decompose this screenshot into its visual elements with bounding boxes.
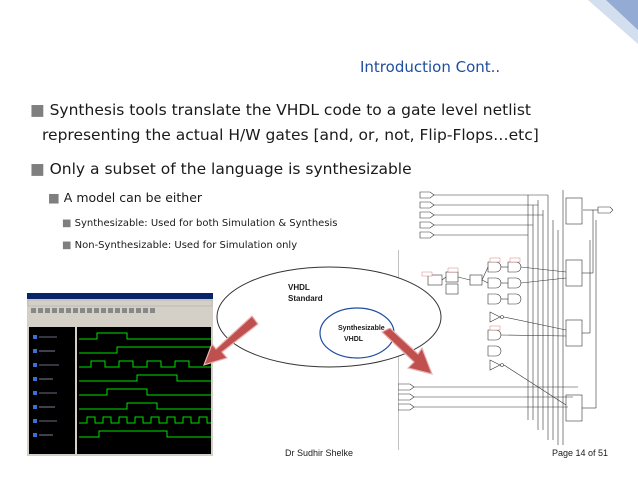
bullet-marker: ■ [62, 240, 72, 251]
sub-bullet-text: A model can be either [63, 190, 203, 205]
bullet-marker: ■ [30, 101, 45, 119]
bullet-1: ■ Synthesis tools translate the VHDL cod… [30, 99, 531, 121]
vhdl-label: VHDL [288, 283, 310, 292]
bullet-2: ■ Only a subset of the language is synth… [30, 158, 412, 180]
vhdl-subset-diagram [216, 266, 442, 368]
bullet-1-text: Synthesis tools translate the VHDL code … [49, 101, 532, 119]
sub-sub-bullet-2-text: Non-Synthesizable: Used for Simulation o… [74, 240, 298, 251]
slide-title: Introduction Cont.. [360, 58, 501, 76]
bullet-marker: ■ [62, 218, 72, 229]
sub-sub-bullet-2: ■ Non-Synthesizable: Used for Simulation… [62, 240, 297, 251]
sub-sub-bullet-1-text: Synthesizable: Used for both Simulation … [74, 218, 338, 229]
sub-bullet: ■ A model can be either [48, 190, 202, 205]
synthesizable-label: Synthesizable [338, 325, 385, 332]
right-arrow [380, 328, 433, 375]
bullet-marker: ■ [48, 190, 60, 205]
standard-label: Standard [288, 294, 323, 303]
sub-sub-bullet-1: ■ Synthesizable: Used for both Simulatio… [62, 218, 338, 229]
left-arrow [203, 315, 259, 366]
bullet-2-text: Only a subset of the language is synthes… [49, 160, 412, 178]
gate-level-netlist-image [398, 180, 613, 456]
bullet-1-continued: representing the actual H/W gates [and, … [42, 126, 539, 144]
footer-author: Dr Sudhir Shelke [285, 448, 354, 458]
bullet-marker: ■ [30, 160, 45, 178]
waveform-simulation-image [27, 293, 213, 456]
synthesizable-vhdl-label: VHDL [344, 336, 364, 343]
corner-decoration [588, 0, 638, 44]
footer-page-number: Page 14 of 51 [552, 448, 609, 458]
